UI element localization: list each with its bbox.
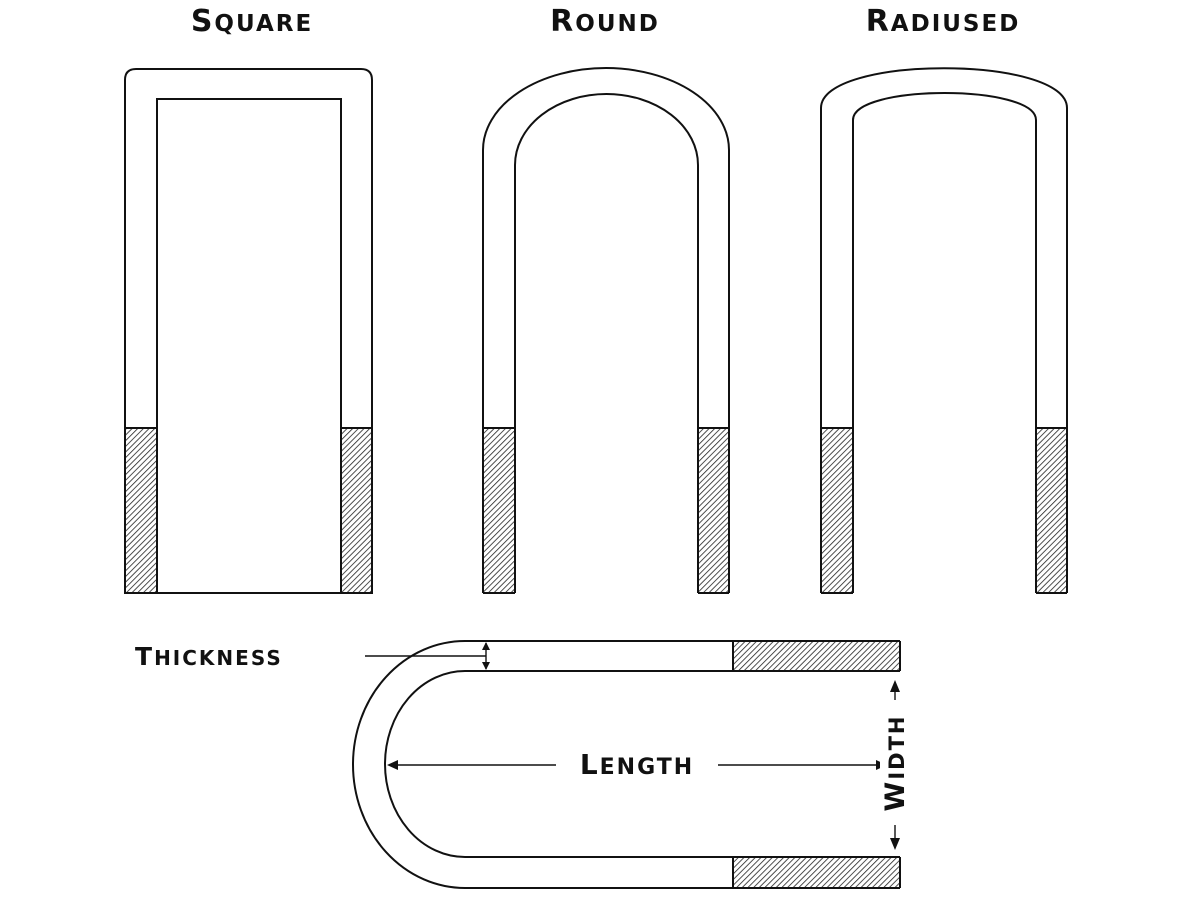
square-right-thread — [341, 428, 372, 593]
width-arrow-down — [890, 838, 900, 850]
width-arrow-up — [890, 680, 900, 692]
radiused-inner-outline — [852, 92, 1037, 593]
radiused-u-bolt — [820, 67, 1068, 594]
length-arrow-left — [387, 760, 398, 770]
length-dimension: LENGTH — [387, 748, 887, 781]
thickness-label: THICKNESS — [135, 642, 283, 671]
length-label-rest: ENGTH — [600, 755, 695, 780]
width-label-rest: IDTH — [885, 715, 909, 780]
shape-titles: SQUARE ROUND RADIUSED — [191, 4, 1021, 39]
square-u-bolt — [124, 68, 373, 594]
radiused-title-initial: R — [866, 4, 891, 39]
radiused-title: RADIUSED — [866, 4, 1021, 39]
round-u-bolt — [482, 67, 730, 594]
round-title-initial: R — [550, 4, 575, 39]
round-right-thread — [698, 428, 729, 593]
length-label-initial: L — [580, 748, 600, 781]
width-label-backdrop — [880, 700, 910, 825]
round-title: ROUND — [550, 4, 660, 39]
radiused-right-thread — [1036, 428, 1067, 593]
square-title: SQUARE — [191, 4, 313, 39]
thickness-dimension: THICKNESS — [135, 642, 490, 671]
round-inner-outline — [514, 93, 699, 593]
square-outer-outline — [124, 68, 373, 594]
length-label-backdrop — [556, 750, 718, 778]
radiused-outer-outline — [820, 67, 1068, 593]
width-label-initial: W — [880, 780, 911, 812]
round-left-thread — [483, 428, 515, 593]
square-title-rest: QUARE — [214, 11, 313, 37]
thickness-arrow-up — [482, 642, 490, 650]
width-label: WIDTH — [880, 715, 911, 812]
dimensioned-outer-outline — [352, 640, 900, 889]
thickness-arrow-down — [482, 662, 490, 670]
round-outer-outline — [482, 67, 730, 593]
square-title-initial: S — [191, 4, 215, 39]
radiused-left-thread — [821, 428, 853, 593]
thickness-label-initial: T — [135, 642, 154, 671]
dimensioned-inner-outline — [384, 670, 900, 858]
square-inner-outline — [156, 98, 342, 593]
width-dimension: WIDTH — [880, 680, 911, 850]
length-label: LENGTH — [580, 748, 694, 781]
radiused-title-rest: ADIUSED — [891, 11, 1021, 37]
dimensioned-top-thread — [733, 641, 900, 671]
round-title-rest: OUND — [575, 11, 660, 37]
thickness-label-rest: HICKNESS — [154, 646, 283, 670]
dimensioned-bottom-thread — [733, 857, 900, 888]
square-left-thread — [125, 428, 157, 593]
dimensioned-u-bolt: THICKNESS LENGTH WIDTH — [135, 640, 911, 889]
